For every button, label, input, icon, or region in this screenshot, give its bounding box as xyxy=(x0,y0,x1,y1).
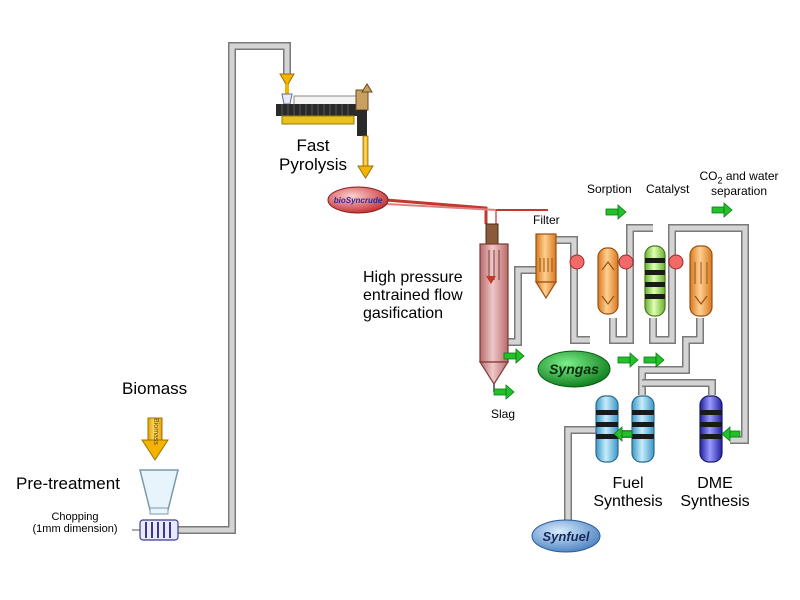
biomass-tag-text: Biomass xyxy=(151,417,159,445)
gasification-label: High pressure entrained flow gasificatio… xyxy=(363,269,463,323)
flow-arrow-dme xyxy=(721,426,741,442)
pre-treatment-hopper xyxy=(139,469,179,515)
fast-pyrolysis-line2: Pyrolysis xyxy=(278,155,347,175)
flow-arrow-syngas-1 xyxy=(617,352,639,368)
fast-pyrolysis-label: Fast Pyrolysis xyxy=(268,136,358,174)
synfuel-pill-text: Synfuel xyxy=(542,528,590,544)
sorption-label: Sorption xyxy=(587,182,632,196)
flow-arrow-co2 xyxy=(711,202,733,218)
fast-pyrolysis-unit xyxy=(276,73,374,179)
chopping-label-line1: Chopping xyxy=(51,511,99,523)
slag-label: Slag xyxy=(491,407,516,421)
syngas-pill-text: Syngas xyxy=(549,361,599,377)
sorption-column xyxy=(597,247,619,315)
fuel-synthesis-label: Fuel Synthesis xyxy=(583,475,673,511)
fuel-synthesis-line2: Synthesis xyxy=(593,492,663,510)
co2-prefix: CO xyxy=(699,169,718,183)
dme-synthesis-line2: Synthesis xyxy=(680,492,750,510)
chopping-label: Chopping (1mm dimension) xyxy=(20,511,130,536)
synfuel-pill xyxy=(531,519,601,553)
catalyst-column xyxy=(644,245,666,317)
co2-separation-column xyxy=(689,245,713,317)
biomass-label: Biomass xyxy=(122,379,188,398)
co2-separation-label: CO2 and water separation xyxy=(694,169,784,199)
syngas-pill xyxy=(537,350,611,388)
filter-unit xyxy=(534,233,558,300)
flow-arrows xyxy=(493,202,741,442)
dme-synthesis-line1: DME xyxy=(697,475,733,492)
flow-arrow-slag xyxy=(493,384,515,400)
co2-separation-line2: separation xyxy=(710,184,768,199)
flow-arrow-gasifier-out xyxy=(503,348,525,364)
biomass-feed-arrow xyxy=(141,417,169,461)
co2-subscript: 2 xyxy=(717,175,723,186)
chopping-unit xyxy=(132,519,179,541)
fuel-synthesis-columns xyxy=(595,395,655,463)
biosyncrude-pill xyxy=(327,186,389,214)
biomass-tag: Biomass xyxy=(145,417,165,445)
flow-arrow-sorption xyxy=(605,204,627,220)
gasification-line3: gasification xyxy=(363,304,444,322)
gasification-line1: High pressure xyxy=(363,269,463,286)
pre-treatment-label: Pre-treatment xyxy=(16,474,120,493)
flow-arrow-syngas-2 xyxy=(643,352,665,368)
dme-synthesis-column xyxy=(699,395,723,463)
fuel-synthesis-line1: Fuel xyxy=(612,475,644,492)
flow-arrow-fuel xyxy=(613,426,633,442)
co2-separation-line1: CO2 and water xyxy=(694,169,784,186)
dme-synthesis-label: DME Synthesis xyxy=(670,475,760,511)
pipe-network xyxy=(178,42,749,534)
catalyst-label: Catalyst xyxy=(646,182,690,196)
fast-pyrolysis-line1: Fast xyxy=(296,136,330,155)
filter-label: Filter xyxy=(533,213,560,227)
biosyncrude-feed-lines xyxy=(385,198,548,224)
gasifier-reactor xyxy=(478,223,510,392)
co2-suffix: and water xyxy=(722,169,779,183)
chopping-label-line2: (1mm dimension) xyxy=(32,523,118,536)
heat-exchangers xyxy=(569,254,684,270)
biosyncrude-pill-text: bioSyncrude xyxy=(333,195,383,205)
gasification-line2: entrained flow xyxy=(363,286,463,304)
